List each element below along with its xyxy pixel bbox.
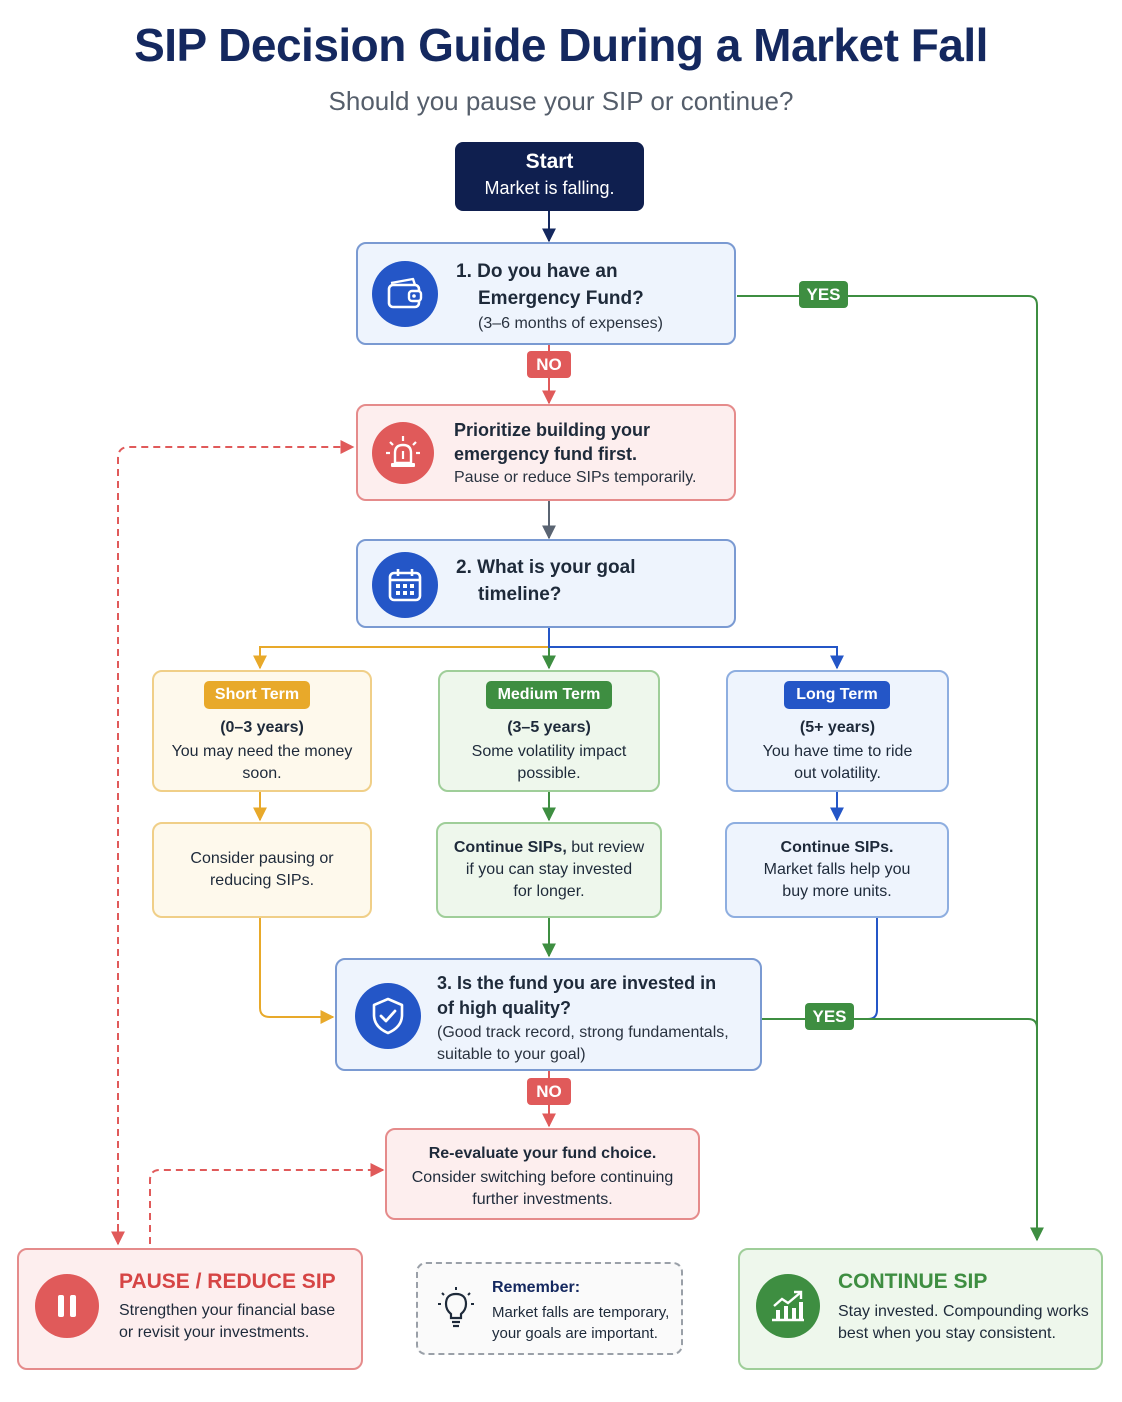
remember-line1: Market falls are temporary, — [492, 1304, 670, 1321]
short-action-line1: Consider pausing or — [190, 850, 334, 867]
reevaluate-line2: Consider switching before continuing — [411, 1169, 674, 1186]
medium-term-tag: Medium Term — [486, 681, 612, 709]
shield-check-icon — [355, 983, 421, 1049]
q3-note1: (Good track record, strong fundamentals, — [437, 1024, 729, 1041]
medium-action-line1: Continue SIPs, but review — [438, 837, 660, 859]
long-term-desc2: out volatility. — [794, 765, 881, 782]
q3-line1: 3. Is the fund you are invested in — [437, 973, 717, 993]
growth-chart-icon — [756, 1274, 820, 1338]
medium-term-range: (3–5 years) — [507, 719, 591, 736]
prioritize-emergency-fund: Prioritize building your emergency fund … — [356, 404, 736, 501]
pause-icon — [35, 1274, 99, 1338]
medium-action-rest: but review — [566, 839, 645, 856]
remember-note: Remember: Market falls are temporary, yo… — [416, 1262, 683, 1355]
page-title: SIP Decision Guide During a Market Fall — [134, 19, 988, 71]
long-action-line3: buy more units. — [782, 883, 892, 900]
pause-desc1: Strengthen your financial base — [119, 1302, 336, 1319]
question-fund-quality: 3. Is the fund you are invested in of hi… — [335, 958, 762, 1071]
long-term-desc1: You have time to ride — [762, 743, 913, 760]
remember-line2: your goals are important. — [492, 1325, 658, 1342]
long-action-line2: Market falls help you — [763, 861, 911, 878]
q2-line2: timeline? — [478, 584, 562, 605]
medium-term-desc2: possible. — [517, 765, 581, 782]
pause-title: PAUSE / REDUCE SIP — [119, 1270, 336, 1293]
q3-no-badge: NO — [527, 1078, 571, 1105]
prioritize-line2: emergency fund first. — [454, 444, 638, 464]
alarm-icon — [372, 422, 434, 484]
long-term-tag: Long Term — [784, 681, 890, 709]
continue-desc1: Stay invested. Compounding works — [838, 1303, 1089, 1320]
reevaluate-fund-choice: Re-evaluate your fund choice. Consider s… — [385, 1128, 700, 1220]
continue-desc2: best when you stay consistent. — [838, 1325, 1056, 1342]
medium-term-card: Medium Term (3–5 years) Some volatility … — [438, 670, 660, 792]
start-label: Start — [525, 150, 574, 173]
lightbulb-icon — [436, 1286, 476, 1335]
q1-yes-badge: YES — [799, 281, 848, 308]
medium-action-bold: Continue SIPs, — [453, 839, 567, 856]
question-goal-timeline: 2. What is your goal timeline? — [356, 539, 736, 628]
prioritize-line1: Prioritize building your — [454, 420, 651, 440]
reevaluate-line3: further investments. — [472, 1191, 613, 1208]
long-term-card: Long Term (5+ years) You have time to ri… — [726, 670, 949, 792]
medium-term-action: Continue SIPs, but review if you can sta… — [436, 822, 662, 918]
question-emergency-fund: 1. Do you have an Emergency Fund? (3–6 m… — [356, 242, 736, 345]
q1-line1: 1. Do you have an — [456, 261, 618, 282]
q3-line2: of high quality? — [437, 998, 571, 1018]
remember-title: Remember: — [492, 1279, 581, 1296]
short-action-line2: reducing SIPs. — [209, 872, 315, 889]
pause-desc2: or revisit your investments. — [119, 1324, 310, 1341]
long-term-range: (5+ years) — [799, 719, 876, 736]
q3-note2: suitable to your goal) — [437, 1046, 586, 1063]
q1-note: (3–6 months of expenses) — [478, 315, 663, 332]
short-term-action: Consider pausing or reducing SIPs. — [152, 822, 372, 918]
long-term-action: Continue SIPs. Market falls help you buy… — [725, 822, 949, 918]
short-term-range: (0–3 years) — [220, 719, 304, 736]
page-subtitle: Should you pause your SIP or continue? — [328, 86, 794, 116]
q1-line2: Emergency Fund? — [478, 288, 644, 309]
q3-yes-badge: YES — [805, 1003, 854, 1030]
q2-line1: 2. What is your goal — [456, 557, 636, 578]
reevaluate-line1: Re-evaluate your fund choice. — [428, 1145, 657, 1162]
outcome-continue-sip: CONTINUE SIP Stay invested. Compounding … — [738, 1248, 1103, 1370]
start-text: Market is falling. — [484, 178, 615, 198]
medium-term-desc1: Some volatility impact — [471, 743, 627, 760]
short-term-card: Short Term (0–3 years) You may need the … — [152, 670, 372, 792]
calendar-icon — [372, 552, 438, 618]
prioritize-line3: Pause or reduce SIPs temporarily. — [454, 469, 697, 486]
q1-no-badge: NO — [527, 351, 571, 378]
short-term-desc2: soon. — [242, 765, 282, 782]
medium-action-line3: for longer. — [513, 883, 585, 900]
medium-action-line2: if you can stay invested — [465, 861, 633, 878]
start-node: Start Market is falling. — [455, 142, 644, 211]
short-term-desc1: You may need the money — [171, 743, 353, 760]
short-term-tag: Short Term — [204, 681, 310, 709]
continue-title: CONTINUE SIP — [838, 1270, 988, 1293]
long-action-line1: Continue SIPs. — [780, 839, 894, 856]
wallet-icon — [372, 261, 438, 327]
outcome-pause-reduce: PAUSE / REDUCE SIP Strengthen your finan… — [17, 1248, 363, 1370]
